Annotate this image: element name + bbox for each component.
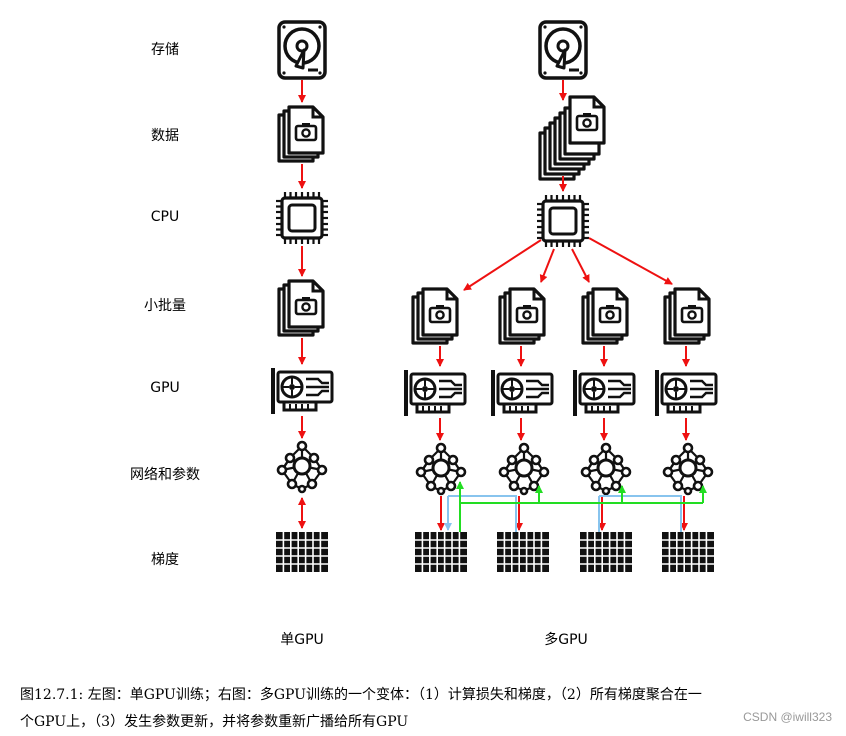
- figure-caption: 图12.7.1: 左图：单GPU训练；右图：多GPU训练的一个变体：（1）计算损…: [20, 682, 820, 736]
- arrow: [539, 248, 555, 283]
- replica-2: [491, 287, 554, 572]
- hard-disk-icon: [538, 20, 588, 80]
- gradient-grid-icon: [415, 532, 467, 572]
- arrow: [463, 239, 542, 291]
- gradient-grid-icon: [580, 532, 632, 572]
- gpu-card-icon: [655, 368, 718, 418]
- row-label-network: 网络和参数: [130, 467, 200, 483]
- aggregate-lines: [444, 495, 682, 532]
- gradient-grid-icon: [662, 532, 714, 572]
- row-label-minibatch: 小批量: [144, 298, 186, 314]
- neural-network-icon: [498, 442, 550, 496]
- column-title-single-gpu: 单GPU: [280, 632, 324, 648]
- document-stack-icon: [673, 287, 711, 337]
- gradient-grid-icon: [276, 532, 328, 572]
- column-title-multi-gpu: 多GPU: [544, 632, 588, 648]
- gpu-card-icon: [271, 366, 334, 416]
- row-label-storage: 存储: [151, 42, 179, 58]
- broadcast-lines: [456, 481, 707, 532]
- document-stack-icon: [508, 287, 546, 337]
- hard-disk-icon: [277, 20, 327, 80]
- document-stack-icon: [591, 287, 629, 337]
- watermark: CSDN @iwill323: [743, 710, 832, 724]
- gpu-card-icon: [491, 368, 554, 418]
- row-label-gradient: 梯度: [151, 552, 179, 568]
- document-stack-icon: [277, 279, 325, 337]
- gpu-card-icon: [404, 368, 467, 418]
- training-diagram: [271, 20, 718, 572]
- row-label-data: 数据: [151, 128, 179, 144]
- gradient-grid-icon: [497, 532, 549, 572]
- row-label-cpu: CPU: [150, 209, 180, 225]
- cpu-chip-icon: [535, 193, 591, 249]
- caption-line-1: 图12.7.1: 左图：单GPU训练；右图：多GPU训练的一个变体：（1）计算损…: [20, 687, 702, 703]
- single-gpu-column: [271, 20, 334, 572]
- multi-gpu-column: [404, 20, 718, 572]
- document-stack-icon: [421, 287, 459, 337]
- arrow: [588, 237, 673, 285]
- neural-network-icon: [662, 442, 714, 496]
- neural-network-icon: [276, 440, 328, 494]
- neural-network-icon: [415, 442, 467, 496]
- replica-1: [404, 287, 467, 572]
- document-stack-icon: [277, 105, 325, 163]
- caption-line-2: 个GPU上，（3）发生参数更新，并将参数重新广播给所有GPU: [20, 714, 409, 730]
- cpu-chip-icon: [274, 190, 330, 246]
- gpu-card-icon: [573, 368, 636, 418]
- document-stack-icon: [538, 95, 606, 181]
- arrow: [571, 248, 590, 283]
- row-label-gpu: GPU: [150, 380, 180, 396]
